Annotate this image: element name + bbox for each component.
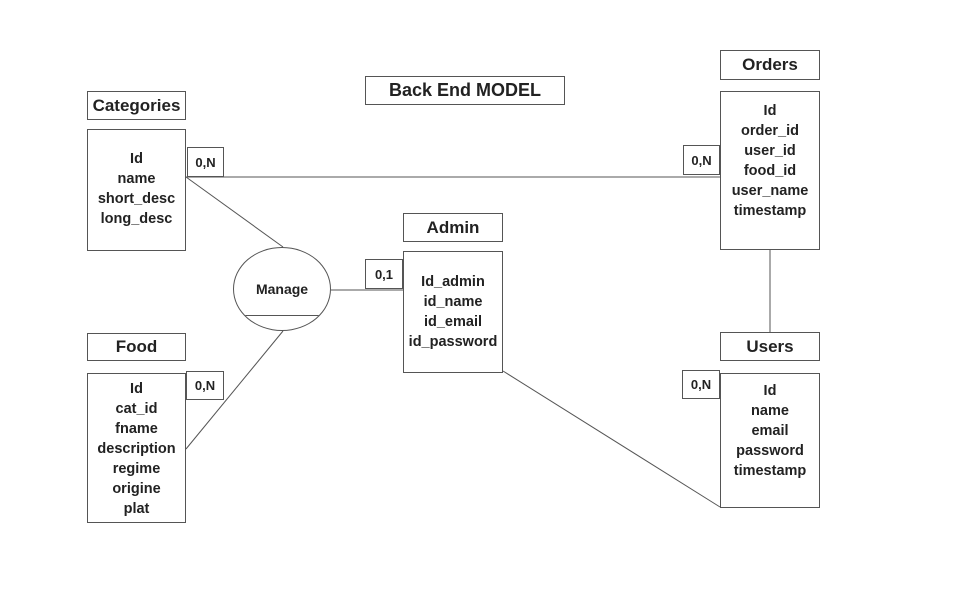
entity-food-header: Food (87, 333, 186, 361)
attribute: id_password (408, 334, 498, 350)
attribute: id_name (423, 294, 483, 310)
relationship-manage: Manage (233, 247, 331, 331)
attribute: description (97, 441, 176, 457)
entity-admin-body: Id_admin id_name id_email id_password (403, 251, 503, 373)
entity-categories-body: Id name short_desc long_desc (87, 129, 186, 251)
attribute: email (751, 423, 789, 439)
attribute: origine (112, 481, 161, 497)
cardinality-categories-orders-right: 0,N (683, 145, 720, 175)
attribute: Id_admin (421, 274, 485, 290)
attribute: food_id (743, 163, 797, 179)
cardinality-users: 0,N (682, 370, 720, 399)
entity-orders-header: Orders (720, 50, 820, 80)
attribute: order_id (740, 123, 799, 139)
cardinality-food-manage: 0,N (186, 371, 224, 400)
entity-users-header: Users (720, 332, 820, 361)
entity-users-body: Id name email password timestamp (720, 373, 820, 508)
line-food-manage (185, 330, 284, 450)
entity-orders-body: Id order_id user_id food_id user_name ti… (720, 91, 820, 250)
line-categories-manage (185, 176, 284, 248)
relationship-label: Manage (255, 281, 309, 297)
attribute: user_id (744, 143, 796, 159)
attribute: Id (763, 383, 777, 399)
entity-admin-header: Admin (403, 213, 503, 242)
relationship-divider (234, 315, 330, 316)
attribute: plat (123, 501, 150, 517)
attribute: id_email (423, 314, 483, 330)
attribute: long_desc (100, 211, 173, 227)
attribute: fname (115, 421, 158, 437)
attribute: Id (130, 381, 143, 397)
attribute: name (117, 171, 156, 187)
cardinality-categories-orders-left: 0,N (187, 147, 224, 177)
entity-categories-header: Categories (87, 91, 186, 120)
attribute: user_name (731, 183, 809, 199)
attribute: timestamp (733, 463, 807, 479)
attribute: Id (763, 103, 777, 119)
attribute: password (736, 443, 804, 459)
attribute: Id (130, 151, 143, 167)
attribute: timestamp (733, 203, 807, 219)
attribute: short_desc (97, 191, 176, 207)
diagram-title: Back End MODEL (365, 76, 565, 105)
attribute: name (751, 403, 789, 419)
attribute: cat_id (115, 401, 158, 417)
entity-food-body: Id cat_id fname description regime origi… (87, 373, 186, 523)
cardinality-admin-manage: 0,1 (365, 259, 403, 289)
line-admin-users (502, 370, 721, 508)
attribute: regime (112, 461, 161, 477)
